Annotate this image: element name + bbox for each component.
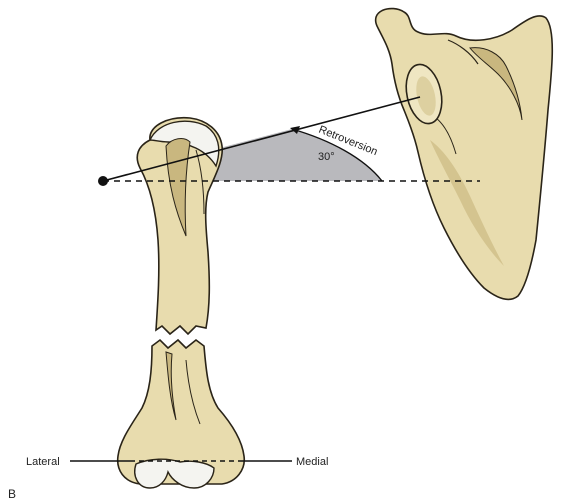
panel-label: B xyxy=(8,487,16,501)
lateral-label: Lateral xyxy=(26,456,60,468)
axis-pivot-point xyxy=(98,176,108,186)
angle-label: 30° xyxy=(318,151,335,163)
humerus-distal xyxy=(118,340,245,488)
medial-label: Medial xyxy=(296,456,328,468)
humerus-proximal xyxy=(137,118,222,334)
scapula xyxy=(376,9,553,300)
